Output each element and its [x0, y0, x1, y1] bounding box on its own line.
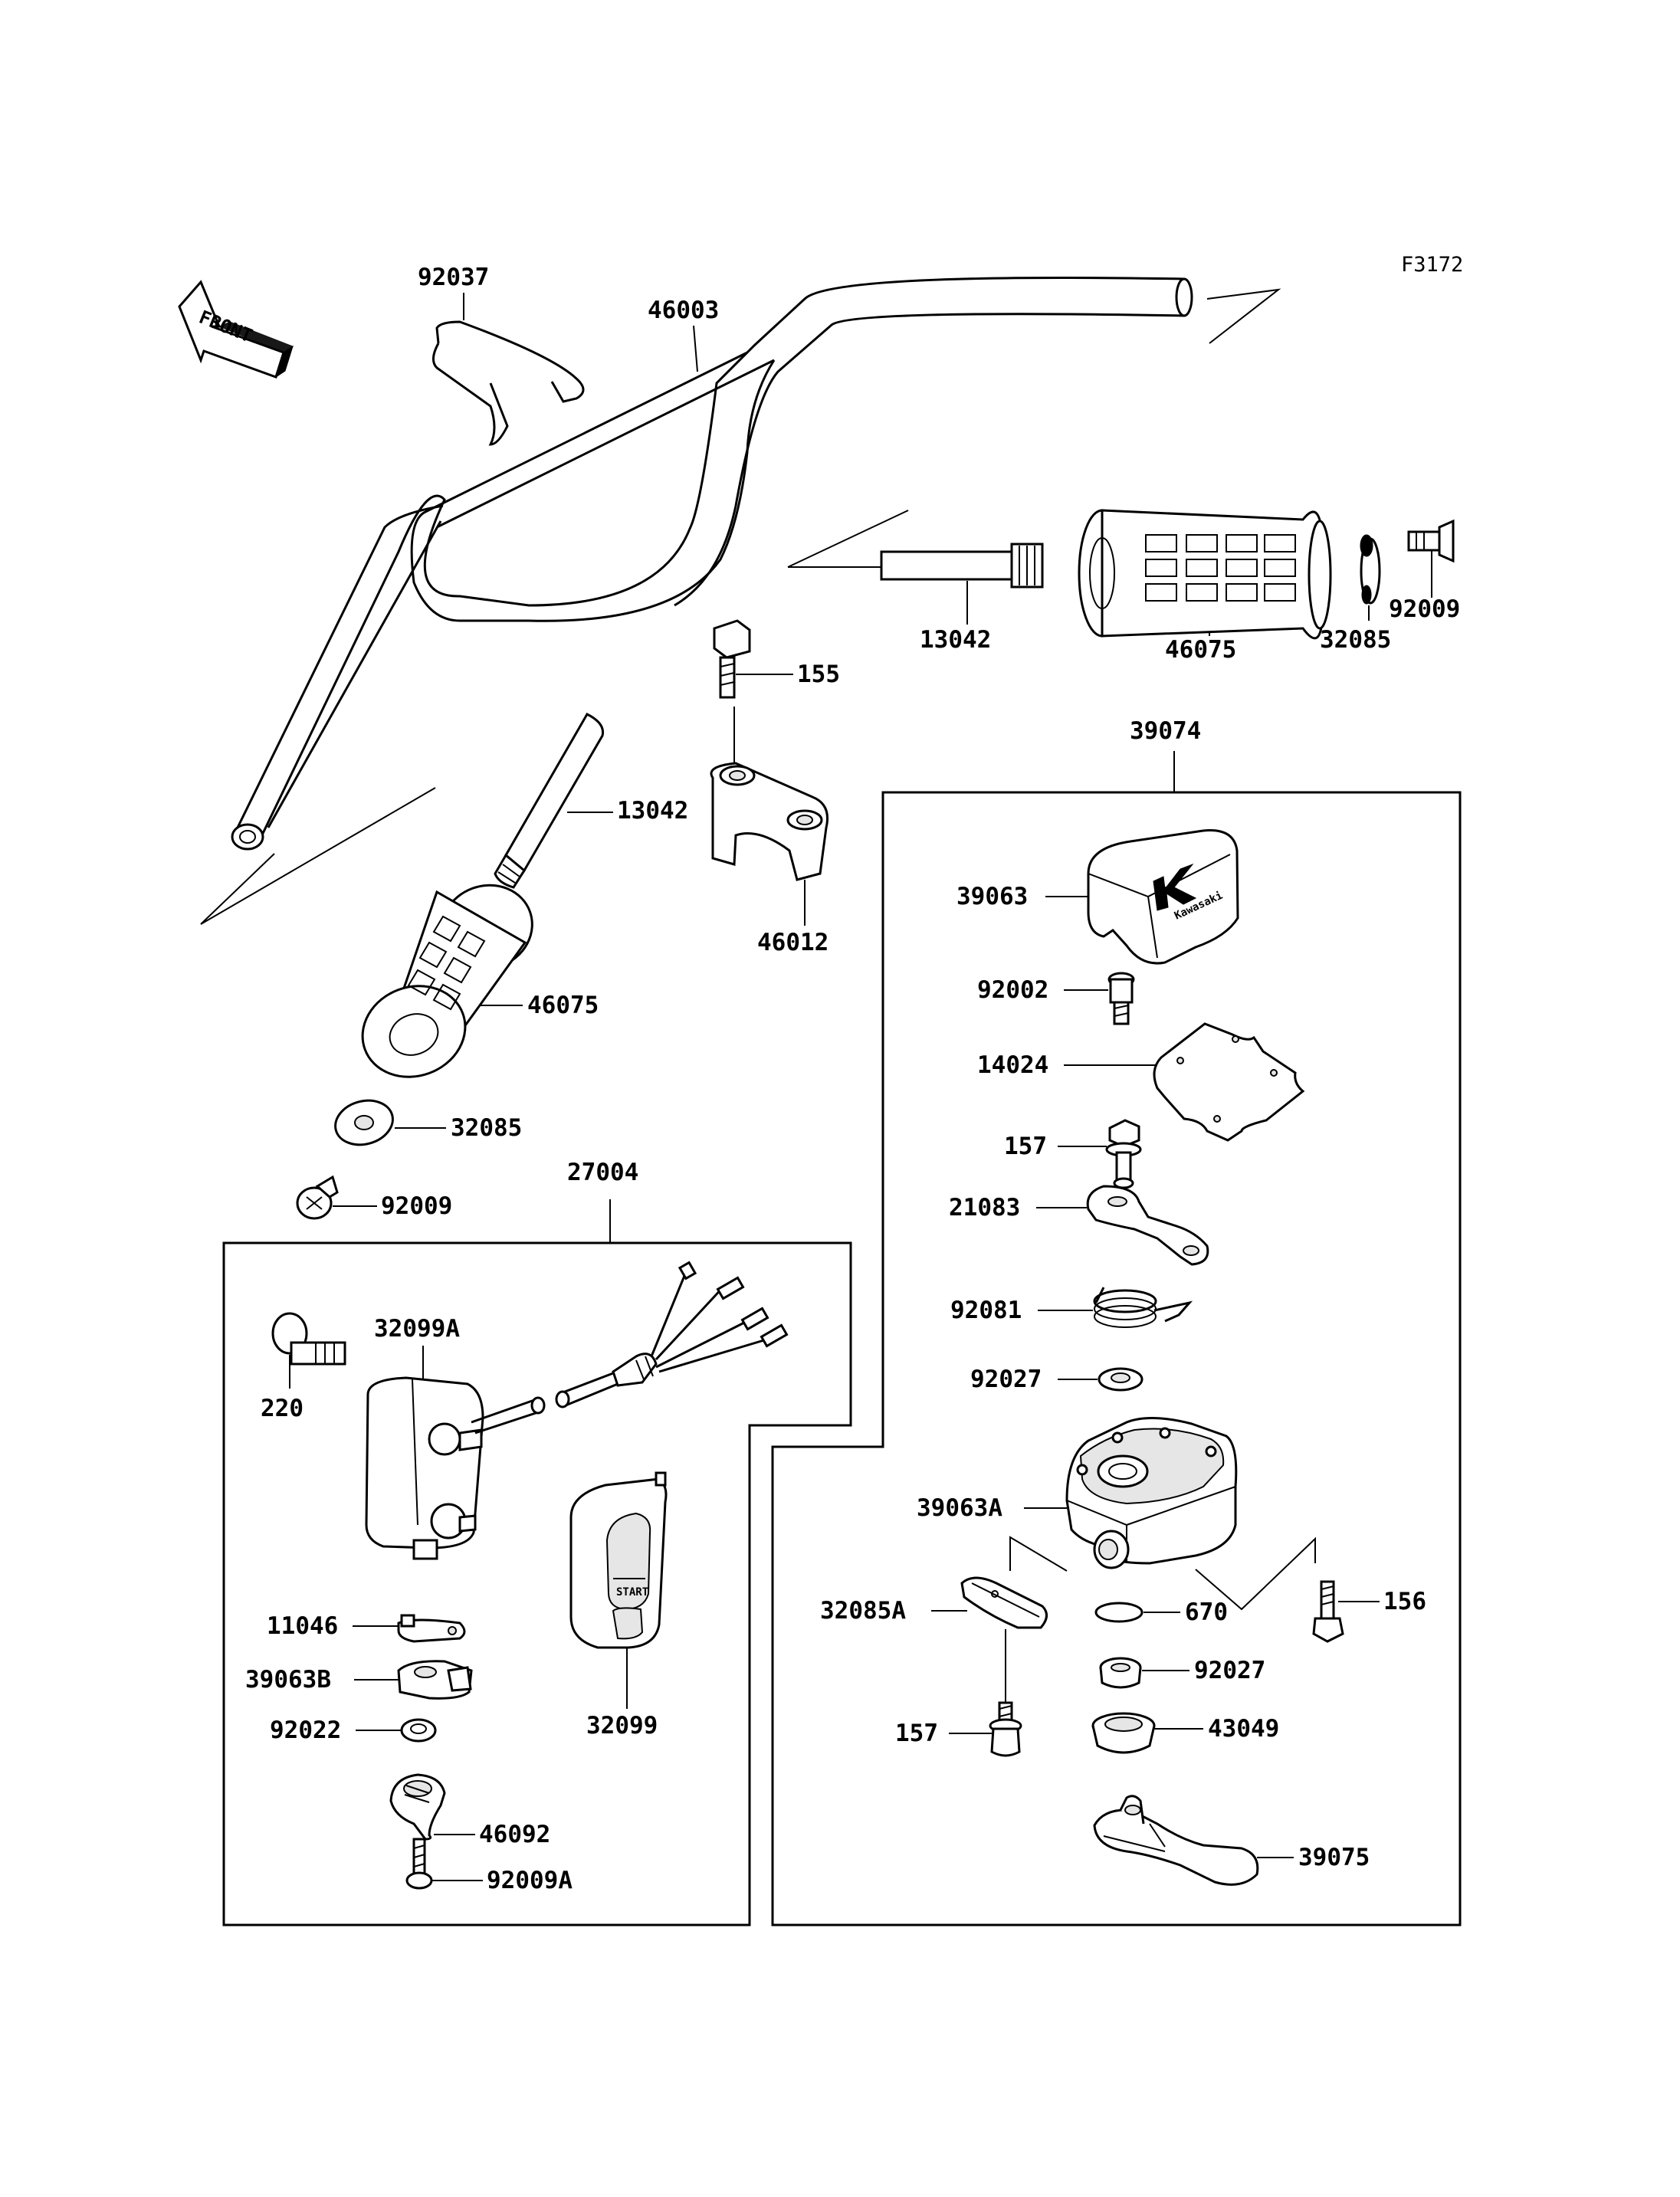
screw-92009A	[405, 1838, 433, 1890]
switch-housing-32099A	[365, 1261, 789, 1560]
bolt-155	[713, 619, 751, 699]
bolt-92009-right	[1407, 519, 1455, 563]
callout-157-top: 157	[1004, 1133, 1047, 1160]
bolt-156	[1312, 1580, 1344, 1643]
callout-39074: 39074	[1130, 717, 1201, 745]
callout-13042-right: 13042	[920, 626, 991, 654]
callout-32085A: 32085A	[820, 1597, 906, 1625]
washer-92022	[400, 1718, 437, 1743]
cover-39063: Kawasaki	[1087, 829, 1239, 965]
front-arrow-icon: FRONT	[178, 280, 294, 379]
callout-92022: 92022	[270, 1717, 341, 1744]
callout-46075-left: 46075	[527, 992, 599, 1019]
throttle-tube-left	[494, 713, 605, 889]
bolt-92009-left	[296, 1175, 339, 1220]
bolt-157-top	[1105, 1119, 1142, 1189]
block-39063B	[397, 1660, 473, 1700]
grip-left	[361, 884, 533, 1078]
callout-46003: 46003	[648, 297, 719, 324]
seal-43049	[1091, 1712, 1156, 1754]
handlebar-holder	[710, 762, 829, 881]
bolt-220	[271, 1312, 346, 1366]
start-switch-32099: START	[569, 1471, 668, 1649]
callout-46092: 46092	[479, 1821, 550, 1848]
callout-32085-right: 32085	[1320, 626, 1391, 654]
callout-670: 670	[1185, 1599, 1228, 1626]
end-cap-right	[1360, 534, 1381, 605]
callout-46075-right: 46075	[1165, 636, 1236, 664]
throttle-case-39063A	[1065, 1417, 1238, 1569]
callout-32085-left: 32085	[451, 1114, 522, 1142]
o-ring-670	[1094, 1602, 1144, 1623]
throttle-tube-right	[787, 510, 1044, 589]
bolt-157-bottom	[989, 1701, 1022, 1757]
bracket-21083	[1086, 1185, 1209, 1266]
plate-11046	[397, 1614, 466, 1643]
callout-155: 155	[797, 661, 840, 688]
clip-92037	[432, 320, 585, 446]
callout-92009-right: 92009	[1389, 595, 1460, 623]
grip-right	[1078, 509, 1332, 640]
callout-92027-bottom: 92027	[1194, 1657, 1265, 1684]
spring-92081	[1093, 1287, 1193, 1328]
screw-92002	[1107, 972, 1135, 1025]
callout-43049: 43049	[1208, 1715, 1279, 1743]
callout-92009-left: 92009	[381, 1192, 452, 1220]
callout-157-bottom: 157	[895, 1720, 938, 1747]
callout-92081: 92081	[950, 1297, 1022, 1324]
gasket-14024	[1153, 1022, 1305, 1142]
lever-46092	[389, 1773, 446, 1841]
callout-27004: 27004	[567, 1159, 638, 1186]
callout-92037: 92037	[418, 264, 489, 291]
callout-39063A: 39063A	[917, 1494, 1002, 1522]
callout-156: 156	[1383, 1588, 1426, 1615]
callout-220: 220	[261, 1395, 304, 1422]
callout-92027-top: 92027	[970, 1366, 1042, 1393]
callout-14024: 14024	[977, 1051, 1048, 1079]
callout-32099A: 32099A	[374, 1315, 460, 1343]
kawasaki-k-logo	[1153, 863, 1197, 911]
start-button-label: START	[616, 1586, 648, 1599]
washer-92027-top	[1098, 1367, 1144, 1392]
callout-39063: 39063	[956, 883, 1028, 910]
plate-32085A	[960, 1576, 1048, 1629]
end-cap-left	[334, 1099, 394, 1146]
callout-32099: 32099	[586, 1712, 658, 1740]
callout-39075: 39075	[1298, 1844, 1370, 1871]
callout-21083: 21083	[949, 1194, 1020, 1221]
callout-92002: 92002	[977, 976, 1048, 1004]
figure-code: F3172	[1401, 253, 1463, 277]
callout-13042-left: 13042	[617, 797, 688, 825]
callout-46012: 46012	[757, 929, 829, 956]
throttle-lever-39075	[1093, 1795, 1259, 1886]
box-27004	[222, 1241, 852, 1926]
handlebar	[231, 276, 1193, 851]
callout-39063B: 39063B	[245, 1666, 331, 1694]
box-39074	[771, 791, 1462, 1926]
callout-11046: 11046	[267, 1612, 338, 1640]
washer-92027-bottom	[1099, 1657, 1142, 1689]
callout-92009A: 92009A	[487, 1867, 573, 1894]
